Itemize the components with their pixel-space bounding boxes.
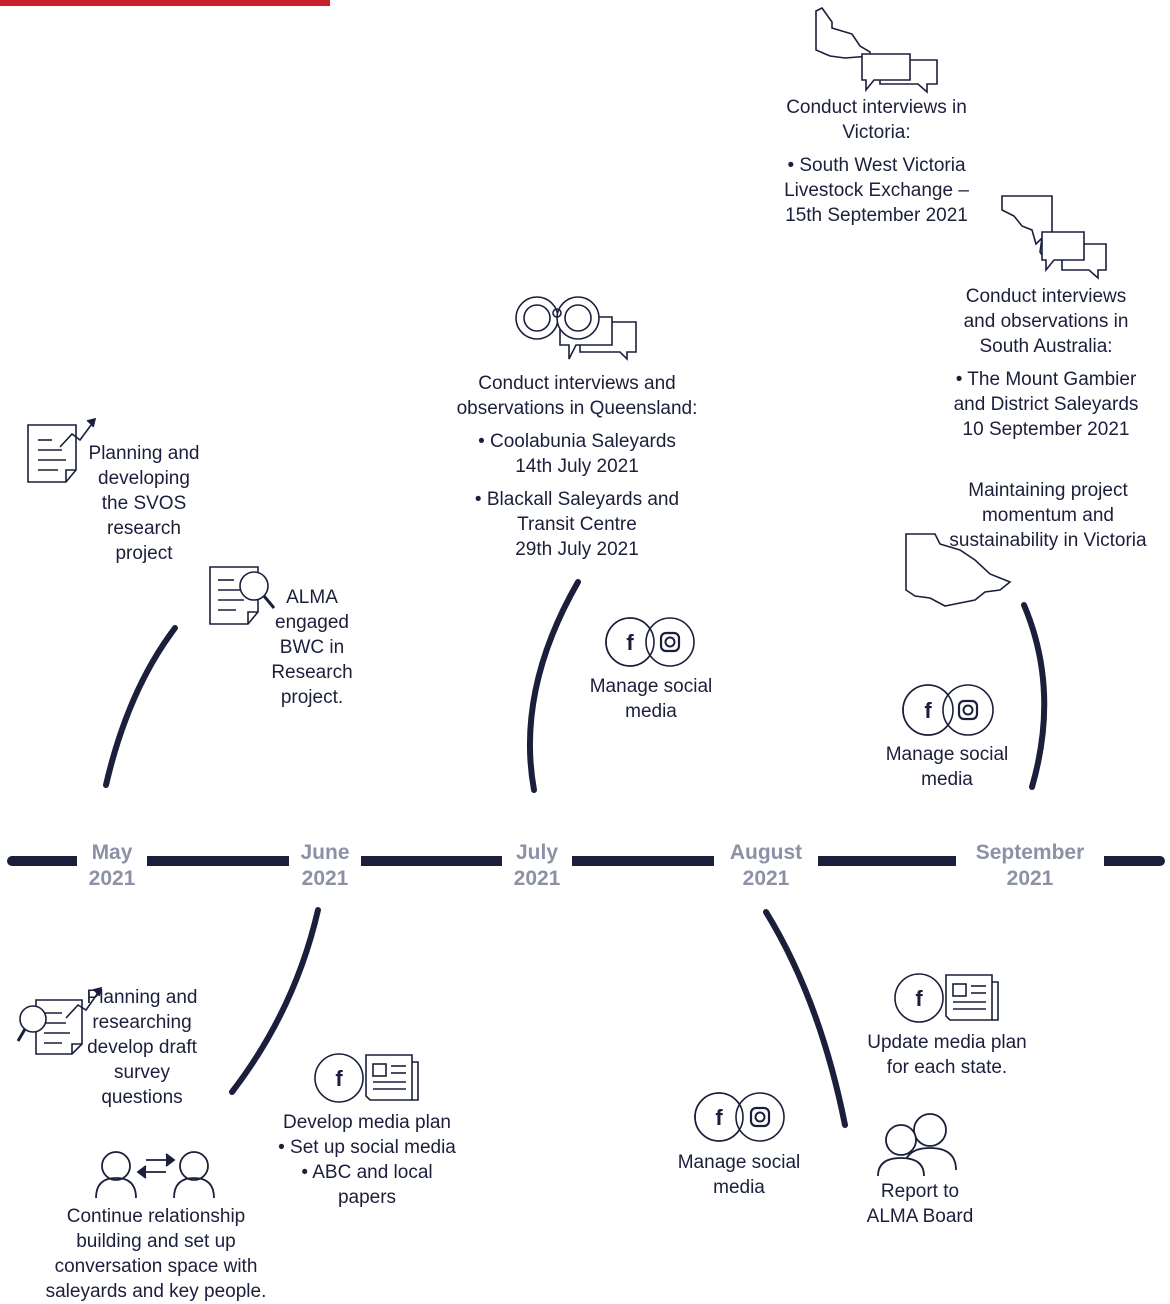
facebook-instagram-icon-august: f (694, 1092, 785, 1142)
facebook-newspaper-icon-august: f (894, 973, 999, 1023)
facebook-instagram-icon-july: f (605, 617, 695, 667)
facebook-instagram-icon-september: f (902, 684, 994, 736)
binoculars-speech-icon (515, 296, 637, 361)
svg-text:f: f (915, 986, 923, 1011)
connector-september-top (1021, 602, 1048, 790)
facebook-newspaper-icon-june: f (314, 1053, 419, 1103)
develop-media-plan-text: Develop media plan• Set up social media•… (278, 1112, 456, 1208)
svg-text:f: f (924, 698, 932, 723)
svg-text:f: f (626, 630, 634, 655)
victoria-map-speech-icon (815, 6, 938, 94)
document-trend-icon (27, 417, 97, 483)
connector-may-top (103, 625, 178, 788)
magnifier-document-trend-icon (16, 986, 103, 1055)
svg-text:f: f (335, 1066, 343, 1091)
connector-june-bottom (229, 907, 321, 1095)
victoria-outline-icon (905, 533, 1012, 607)
document-magnifier-icon (209, 566, 276, 625)
connector-august-bottom (763, 909, 848, 1128)
svg-text:f: f (715, 1105, 723, 1130)
south-australia-map-speech-icon (1001, 195, 1107, 280)
people-exchange-icon (95, 1151, 215, 1199)
people-icon (877, 1113, 957, 1177)
connector-july-top (527, 579, 581, 793)
